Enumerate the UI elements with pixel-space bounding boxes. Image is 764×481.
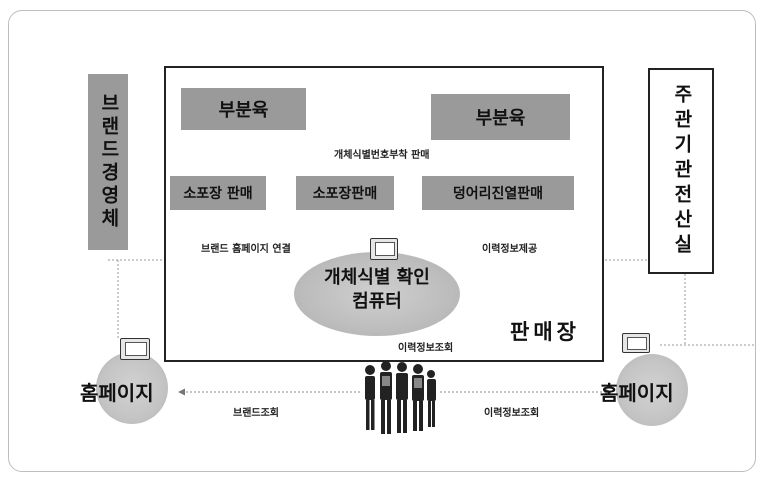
people-group-icon [365, 361, 436, 434]
history-lookup-right-label: 이력정보조회 [484, 408, 540, 419]
central-computing-label: 주관기관전산실 [670, 83, 693, 259]
store-label: 판매장 [510, 320, 580, 344]
computer-icon-right [622, 333, 650, 353]
brand-lookup-label: 브랜드조회 [233, 408, 279, 419]
small-pack-sale-1-box: 소포장 판매 [170, 176, 266, 210]
homepage-left-label[interactable]: 홈페이지 [80, 381, 154, 405]
bulk-sale-label: 덩어리진열판매 [452, 186, 544, 202]
primal-cut-left-label: 부분육 [218, 100, 269, 121]
id-computer-line1: 개체식별 확인 [324, 267, 430, 288]
brand-homepage-link-label: 브랜드 홈페이지 연결 [201, 244, 291, 255]
primal-cut-left-box: 부분육 [181, 88, 306, 130]
central-computing-box: 주관기관전산실 [648, 68, 714, 274]
primal-cut-right-box: 부분육 [431, 94, 570, 140]
small-pack-sale-2-box: 소포장판매 [296, 176, 394, 210]
id-computer-line2: 컴퓨터 [352, 291, 402, 313]
id-number-label: 개체식별번호부착 판매 [334, 150, 430, 161]
homepage-right-label[interactable]: 홈페이지 [600, 381, 674, 405]
brand-org-box: 브랜드경영체 [88, 74, 128, 250]
homepage-left-circle [96, 352, 168, 424]
small-pack-sale-2-label: 소포장판매 [312, 186, 378, 202]
bulk-sale-box: 덩어리진열판매 [422, 176, 574, 210]
id-computer-ellipse [294, 252, 460, 336]
history-provide-label: 이력정보제공 [482, 244, 538, 255]
computer-icon-left [120, 338, 150, 360]
primal-cut-right-label: 부분육 [475, 108, 526, 129]
history-lookup-up-label: 이력정보조회 [398, 343, 454, 354]
small-pack-sale-1-label: 소포장 판매 [183, 186, 253, 202]
homepage-right-circle [616, 354, 688, 426]
computer-icon [370, 238, 398, 260]
id-computer-text: 개체식별 확인 컴퓨터 [294, 266, 460, 315]
brand-org-label: 브랜드경영체 [97, 93, 120, 231]
